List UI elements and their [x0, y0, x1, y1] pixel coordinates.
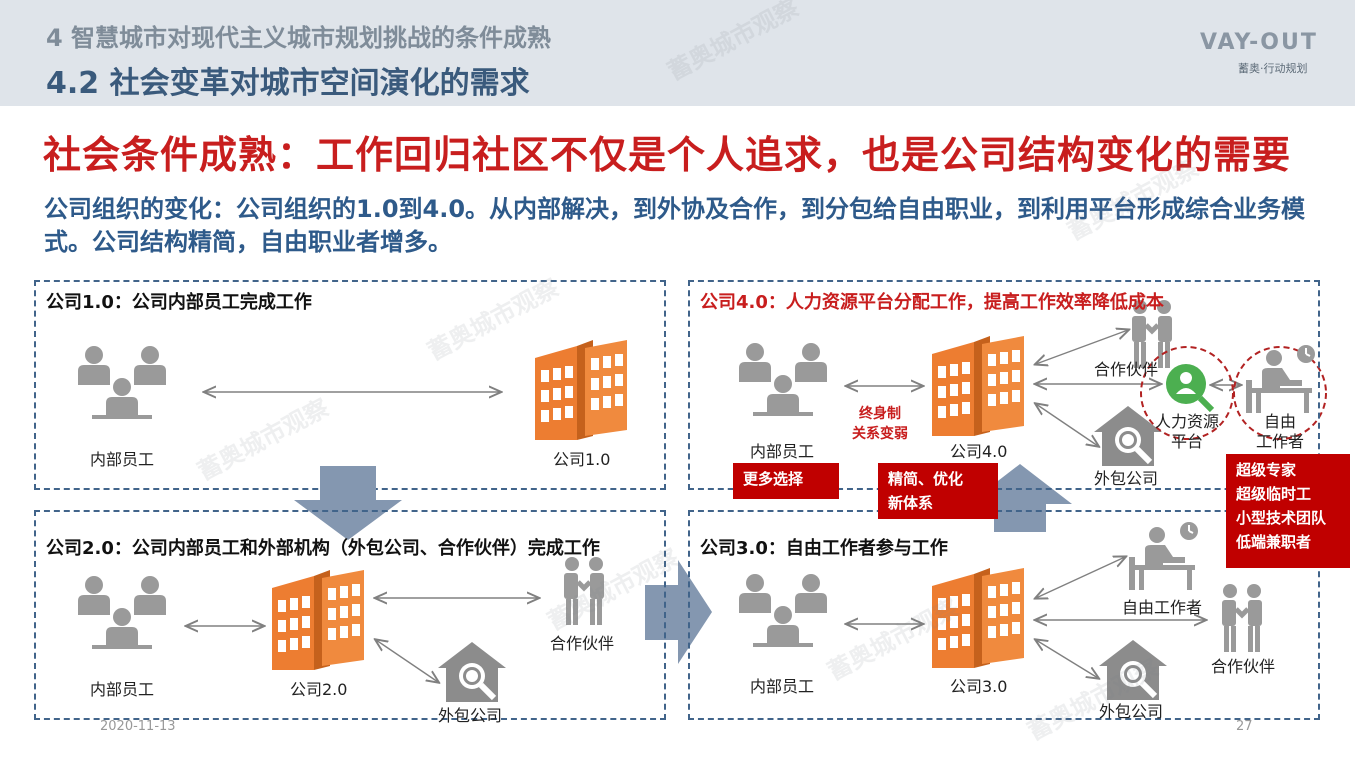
more-choice-badge: 更多选择: [733, 463, 839, 499]
relation-note-line1: 终身制: [859, 406, 901, 422]
freelancer-label-line1: 自由: [1263, 412, 1296, 431]
freelancer-types-box: 超级专家 超级临时工 小型技术团队 低端兼职者: [1226, 454, 1350, 568]
platform-label-line1: 人力资源: [1154, 412, 1219, 431]
section-subtitle: 4 智慧城市对现代主义城市规划挑战的条件成熟: [46, 24, 552, 52]
partner-label: 合作伙伴: [550, 634, 615, 653]
page-description: 公司组织的变化：公司组织的1.0到4.0。从内部解决，到外协及合作，到分包给自由…: [44, 195, 1306, 256]
streamline-badge-line2: 新体系: [888, 494, 934, 512]
partner-label: 合作伙伴: [1211, 657, 1276, 676]
freelancer-type: 超级临时工: [1236, 485, 1312, 503]
freelancer-type: 小型技术团队: [1236, 509, 1327, 527]
platform-label: 人力资源 平台: [1153, 412, 1221, 452]
connector-arrow: [1036, 557, 1125, 598]
outsource-label: 外包公司: [1094, 469, 1159, 488]
logo: VAY-OUT: [1200, 30, 1318, 55]
staff-label: 内部员工: [750, 442, 815, 461]
relation-note: 终身制 关系变弱: [852, 404, 908, 444]
company-label: 公司2.0: [290, 680, 348, 699]
freelancer-type: 超级专家: [1236, 461, 1297, 479]
page-number: 27: [1236, 719, 1253, 734]
section-title: 4.2 社会变革对城市空间演化的需求: [46, 66, 530, 101]
staff-label: 内部员工: [90, 680, 155, 699]
freelancer-type: 低端兼职者: [1236, 533, 1312, 551]
staff-label: 内部员工: [750, 677, 815, 696]
logo-subtitle: 蓄奥·行动规划: [1238, 62, 1308, 75]
page-title: 社会条件成熟：工作回归社区不仅是个人追求，也是公司结构变化的需要: [43, 133, 1292, 177]
building-icon: [535, 340, 627, 440]
panel-company-3: [688, 510, 1320, 720]
staff-label: 内部员工: [90, 450, 155, 469]
outsource-label: 外包公司: [438, 706, 503, 725]
right-arrow-icon: [645, 560, 712, 664]
down-arrow-icon: [294, 466, 402, 540]
partner-label: 合作伙伴: [1094, 360, 1159, 379]
panel-1-title: 公司1.0：公司内部员工完成工作: [46, 292, 312, 313]
freelancer-label: 自由 工作者: [1250, 412, 1310, 452]
panel-company-4: [688, 280, 1320, 490]
freelancer-label: 自由工作者: [1122, 598, 1203, 617]
streamline-badge: 精简、优化 新体系: [878, 463, 998, 519]
freelancer-highlight-circle: [1233, 346, 1327, 440]
connector-arrow: [1036, 640, 1098, 678]
company-label: 公司4.0: [950, 442, 1008, 461]
connector-arrow: [376, 640, 438, 682]
platform-label-line2: 平台: [1170, 432, 1203, 451]
panel-company-2: [34, 510, 666, 720]
freelancer-label-line2: 工作者: [1255, 432, 1304, 451]
staff-icon: [78, 346, 166, 419]
streamline-badge-line1: 精简、优化: [888, 470, 964, 488]
panel-2-title: 公司2.0：公司内部员工和外部机构（外包公司、合作伙伴）完成工作: [46, 538, 600, 559]
company-label: 公司1.0: [553, 450, 611, 469]
outsource-label: 外包公司: [1099, 702, 1164, 721]
company-label: 公司3.0: [950, 677, 1008, 696]
footer-date: 2020-11-13: [100, 719, 176, 734]
connector-arrow: [1036, 330, 1128, 364]
header-bar: [0, 0, 1355, 106]
panel-3-title: 公司3.0：自由工作者参与工作: [700, 538, 948, 559]
relation-note-line2: 关系变弱: [852, 426, 908, 442]
connector-arrow: [1036, 404, 1098, 446]
panel-4-title: 公司4.0：人力资源平台分配工作，提高工作效率降低成本: [700, 292, 1164, 313]
